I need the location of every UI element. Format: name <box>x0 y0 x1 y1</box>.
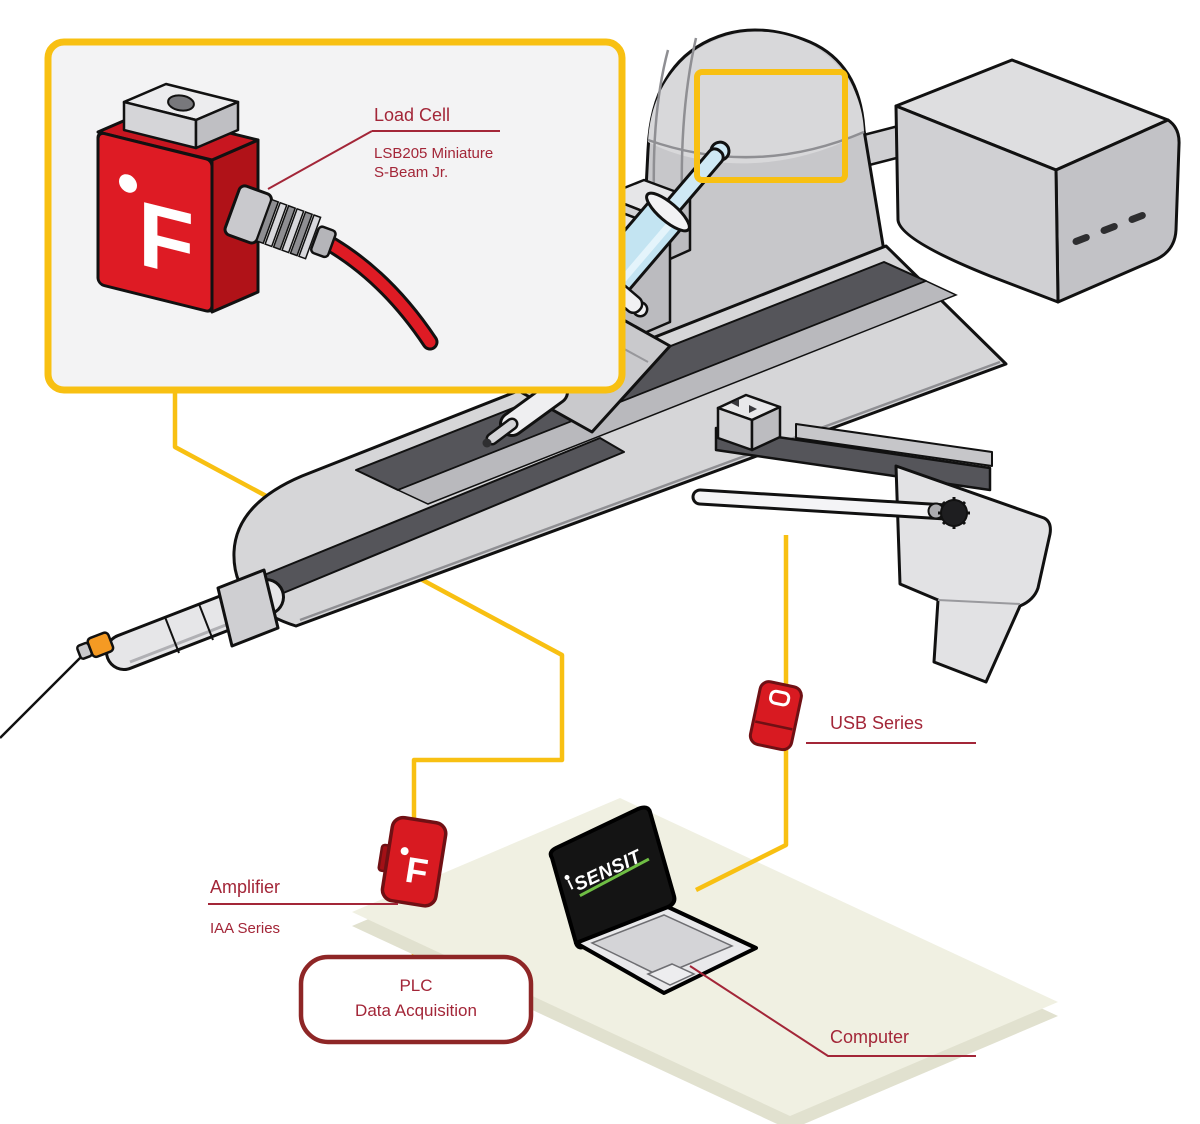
load-cell-title: Load Cell <box>374 105 450 125</box>
machine-actuator-tube <box>0 568 285 739</box>
connector-line-loadcell-plc <box>172 390 565 956</box>
load-cell-illustration: F <box>96 82 439 351</box>
laptop: SENSIT <box>548 805 758 995</box>
usb-label: USB Series <box>830 713 923 733</box>
futek-dot-icon <box>119 174 137 193</box>
tube-orange-tip <box>76 631 115 660</box>
load-cell-model-line1: LSB205 Miniature <box>374 145 493 162</box>
laptop-trackpad <box>646 963 696 986</box>
vent-dashes-icon <box>1072 211 1146 245</box>
sensit-mark-icon <box>564 874 570 880</box>
slider-arrow-left-icon <box>731 399 739 407</box>
plc-box: PLC Data Acquisition <box>298 954 534 1045</box>
plc-subtitle: Data Acquisition <box>355 1001 477 1020</box>
highlight-rectangle <box>694 69 848 183</box>
needle-line <box>0 657 81 739</box>
laptop-keyboard <box>590 914 734 977</box>
load-cell-cable <box>223 184 439 351</box>
loadcell-leader-line <box>267 130 373 190</box>
dispense-tip <box>482 379 569 448</box>
machine-rod <box>691 488 955 521</box>
amplifier-device: F <box>377 815 448 908</box>
usb-loop-icon <box>769 689 791 707</box>
mounting-hole-icon <box>167 94 195 112</box>
slider-arrow-right-icon <box>749 405 757 413</box>
computer-label: Computer <box>830 1027 909 1047</box>
machine-knob <box>938 497 970 529</box>
machine-slider-block <box>716 393 782 452</box>
plc-title: PLC <box>399 976 432 995</box>
loadcell-callout: F <box>44 38 626 394</box>
usb-stick <box>748 680 803 752</box>
barrel-flange <box>645 191 691 233</box>
load-cell-logo: F <box>138 180 194 297</box>
machine-side-bracket <box>691 393 1052 684</box>
futek-dot-icon <box>400 847 409 856</box>
connector-line-usb-computer <box>694 535 789 893</box>
load-cell-top-fitting <box>122 82 240 150</box>
amplifier-series-label: IAA Series <box>210 920 280 937</box>
load-cell-model-line2: S-Beam Jr. <box>374 164 448 181</box>
amplifier-label: Amplifier <box>210 877 280 897</box>
machine-right-body <box>894 58 1181 304</box>
computer-leader-line <box>689 965 976 1057</box>
